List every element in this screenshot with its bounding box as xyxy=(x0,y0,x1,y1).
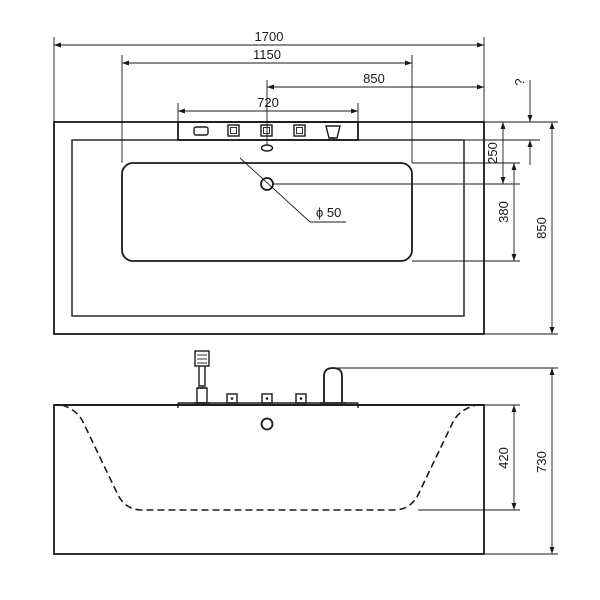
top-rim-outline xyxy=(71,139,465,317)
dim-label-720: 720 xyxy=(257,95,279,110)
valve-knob-icon xyxy=(227,124,240,137)
hand-shower-holder-icon xyxy=(193,126,209,136)
valve-knob-icon xyxy=(263,127,270,134)
dim-label-850-horizontal: 850 xyxy=(363,71,385,86)
spout-icon xyxy=(325,125,341,139)
side-view: 420 730 xyxy=(53,350,558,555)
dim-label-850-vertical: 850 xyxy=(534,217,549,239)
dim-label-1700: 1700 xyxy=(255,29,284,44)
drain-icon xyxy=(260,177,274,191)
top-basin-outline xyxy=(121,162,413,262)
valve-knob-icon xyxy=(260,124,273,137)
top-outer-outline xyxy=(53,121,485,335)
side-knob-icon xyxy=(226,393,238,404)
side-outer-outline xyxy=(53,404,485,555)
side-knob-icon xyxy=(295,393,307,404)
dim-label-420: 420 xyxy=(496,447,511,469)
valve-knob-icon xyxy=(296,127,303,134)
dim-label-drain-diameter: ϕ 50 xyxy=(316,205,341,220)
side-spout-icon xyxy=(323,367,343,403)
dim-label-250: 250 xyxy=(485,142,500,164)
dim-label-unknown: ? xyxy=(512,78,527,85)
dim-label-1150: 1150 xyxy=(253,47,281,62)
dim-label-730: 730 xyxy=(534,451,549,473)
side-overflow-icon xyxy=(260,417,274,431)
valve-knob-icon xyxy=(230,127,237,134)
hand-shower-icon xyxy=(194,350,210,367)
dim-label-380: 380 xyxy=(496,201,511,223)
valve-knob-icon xyxy=(293,124,306,137)
control-panel xyxy=(177,121,359,141)
side-knob-icon xyxy=(261,393,273,404)
top-view: 1700 1150 850 720 ? 250 380 850 ϕ 50 xyxy=(53,29,558,335)
side-basin-hidden-outline xyxy=(61,404,477,511)
overflow-icon xyxy=(260,144,274,152)
